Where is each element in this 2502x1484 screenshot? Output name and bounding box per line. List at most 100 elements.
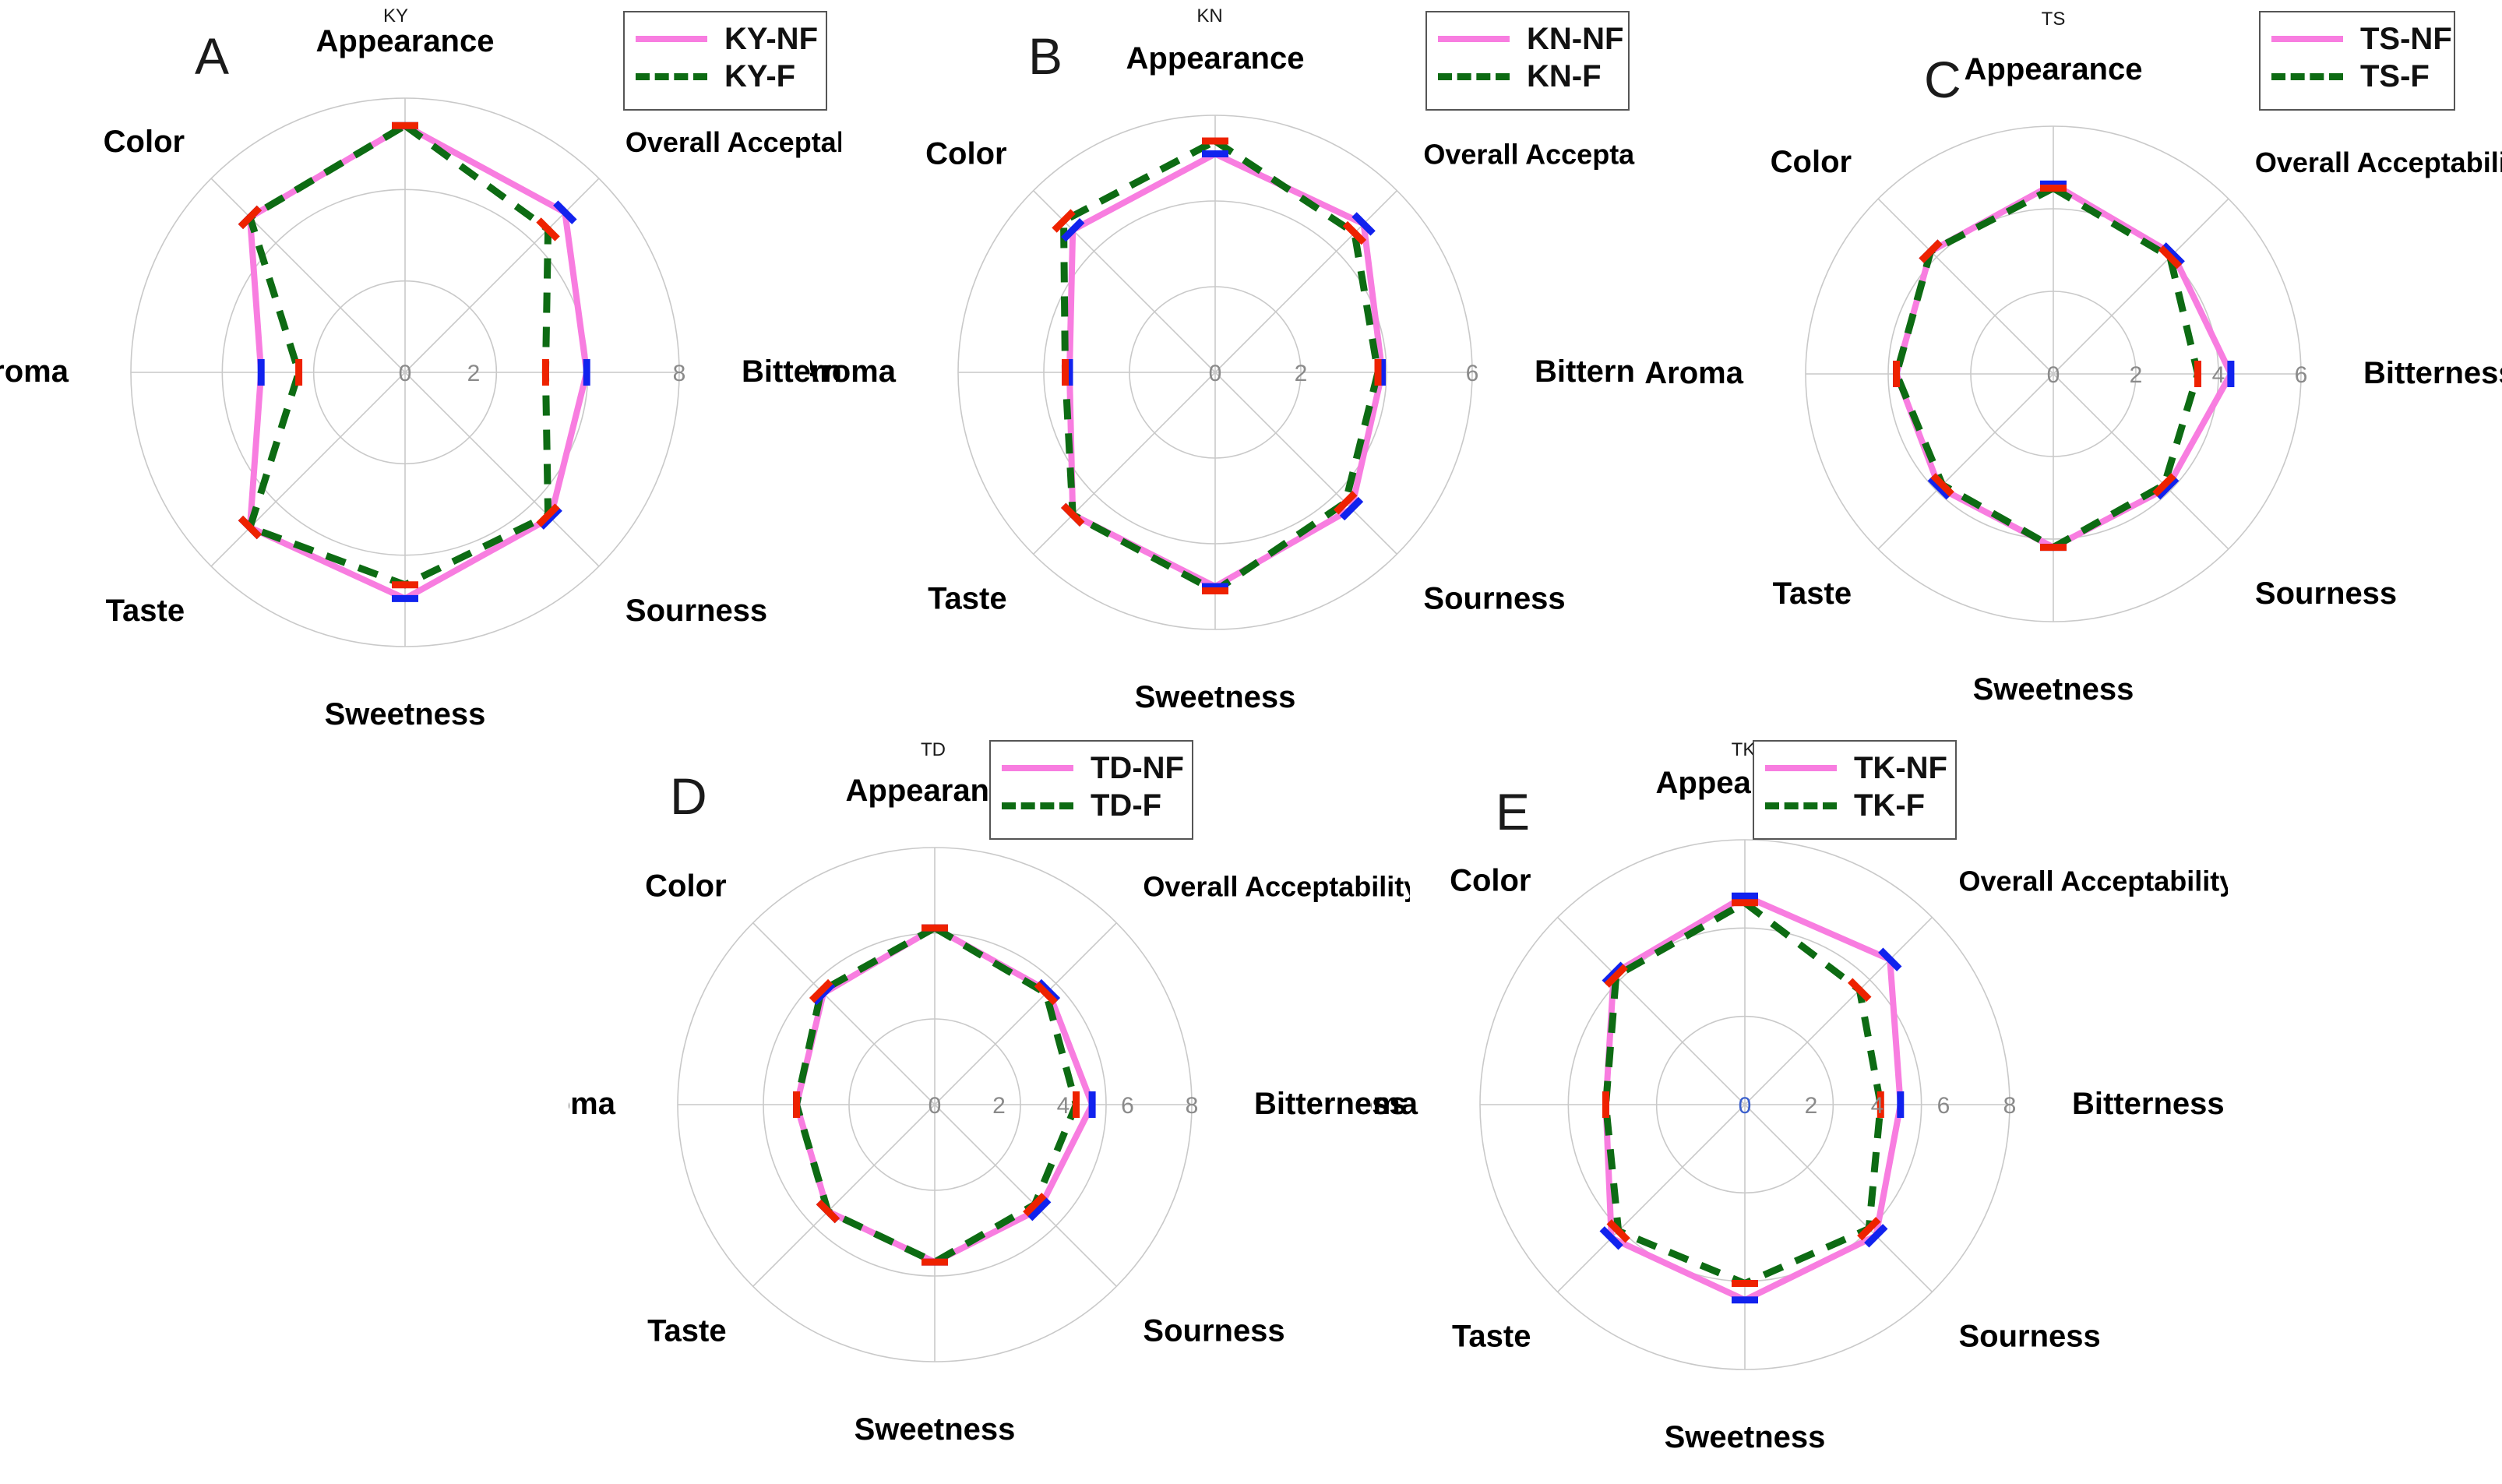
legend-label-nf: KY-NF	[724, 21, 818, 56]
radial-tick-label: 2	[1805, 1093, 1818, 1119]
legend-swatch-solid-icon	[1438, 36, 1510, 42]
axis-spoke	[752, 1104, 936, 1287]
error-bar	[1927, 475, 1952, 500]
axis-label-overall-acceptability: Overall Acceptability	[1143, 871, 1410, 903]
axis-label-sweetness: Sweetness	[1665, 1420, 1826, 1454]
legend-swatch-dashed-icon	[2271, 72, 2343, 80]
legend-label-nf: TS-NF	[2360, 21, 2452, 56]
legend-panel-b: KN-NF KN-F	[1425, 11, 1630, 111]
panel-letter: A	[195, 27, 229, 85]
radial-tick-label: 2	[992, 1093, 1006, 1119]
error-bar	[1606, 1219, 1630, 1243]
error-bar	[1061, 218, 1085, 242]
axis-label-bitterness: Bitterness	[742, 354, 841, 389]
error-bar	[1604, 964, 1628, 988]
axis-label-bitterness: Bitterness	[1535, 354, 1636, 389]
radial-tick-label: 8	[1186, 1093, 1199, 1119]
error-bar	[2158, 245, 2183, 270]
legend-panel-d: TD-NF TD-F	[989, 740, 1193, 840]
axis-label-sourness: Sourness	[1959, 1320, 2101, 1354]
axis-label-sweetness: Sweetness	[1135, 680, 1296, 714]
error-bar	[809, 978, 833, 1003]
axis-spoke	[210, 372, 406, 567]
error-bar	[1599, 1226, 1623, 1250]
legend-label-f: KN-F	[1527, 58, 1602, 93]
legend-row-nf: TS-NF	[2271, 20, 2452, 58]
radial-tick-label: 6	[1937, 1093, 1951, 1119]
sample-code-label: TK	[1732, 739, 1756, 760]
legend-row-f: KN-F	[1438, 58, 1614, 95]
axis-spoke	[1744, 1104, 1933, 1292]
axis-spoke	[1557, 1104, 1746, 1292]
axis-spoke	[1214, 372, 1397, 555]
radial-tick-label: 6	[2295, 362, 2308, 388]
axis-spoke	[752, 922, 936, 1105]
radial-tick-label: 8	[2003, 1093, 2017, 1119]
axis-label-overall-acceptability: Overall Acceptability	[626, 126, 841, 158]
legend-row-nf: TK-NF	[1765, 749, 1947, 787]
axis-spoke	[2053, 198, 2229, 375]
series-f	[246, 122, 552, 589]
error-bar	[1023, 1193, 1047, 1217]
legend-row-f: TS-F	[2271, 58, 2440, 95]
legend-swatch-solid-icon	[1765, 765, 1837, 771]
radial-tick-label: 0	[1739, 1093, 1752, 1119]
axis-label-appearance: Appearance	[1965, 52, 2143, 86]
radial-tick-label: 0	[1209, 361, 1222, 386]
legend-row-nf: KY-NF	[636, 20, 818, 58]
sample-code-label: KY	[383, 5, 408, 26]
panel-letter: C	[1924, 51, 1961, 108]
axis-label-overall-acceptability: Overall Acceptability	[2255, 146, 2502, 178]
axis-spoke	[404, 178, 600, 373]
error-bar	[1342, 220, 1367, 245]
legend-label-f: TK-F	[1854, 788, 1926, 823]
axis-label-sourness: Sourness	[2255, 576, 2397, 611]
panel-letter: D	[670, 767, 707, 825]
legend-label-f: KY-F	[724, 58, 796, 93]
axis-label-aroma: Aroma	[1644, 356, 1743, 390]
axis-label-taste: Taste	[1452, 1320, 1531, 1354]
axis-label-aroma: Aroma	[1371, 1087, 1418, 1121]
error-bar	[1061, 502, 1085, 527]
axis-label-aroma: Aroma	[0, 354, 69, 389]
legend-swatch-dashed-icon	[636, 72, 707, 80]
axis-label-appearance: Appearance	[316, 24, 495, 58]
axis-label-sweetness: Sweetness	[855, 1412, 1016, 1447]
error-bar	[1027, 1197, 1052, 1221]
legend-row-f: TK-F	[1765, 787, 1941, 824]
axis-label-color: Color	[1771, 145, 1852, 179]
legend-swatch-solid-icon	[636, 36, 707, 42]
error-bar	[2155, 475, 2180, 500]
error-bar	[1351, 212, 1376, 236]
error-bar	[238, 205, 263, 230]
legend-swatch-dashed-icon	[1765, 802, 1837, 809]
radial-tick-label: 2	[467, 361, 481, 386]
axis-label-color: Color	[645, 869, 726, 904]
legend-label-nf: TD-NF	[1091, 750, 1184, 785]
radial-tick-label: 0	[399, 361, 412, 386]
axis-spoke	[1557, 917, 1746, 1105]
error-bar	[816, 1199, 840, 1224]
axis-label-taste: Taste	[647, 1313, 727, 1348]
axis-label-overall-acceptability: Overall Acceptability	[1959, 865, 2229, 897]
error-bar	[1052, 209, 1076, 233]
radial-tick-label: 4	[2212, 362, 2225, 388]
sample-code-label: KN	[1196, 5, 1222, 26]
axis-label-bitterness: Bitterness	[2072, 1087, 2225, 1121]
error-bar	[536, 217, 560, 241]
radial-tick-label: 2	[2130, 362, 2143, 388]
axis-label-taste: Taste	[928, 581, 1007, 615]
legend-swatch-dashed-icon	[1438, 72, 1510, 80]
axis-label-overall-acceptability: Overall Acceptability	[1423, 139, 1636, 171]
panel-letter: E	[1496, 783, 1530, 841]
radial-tick-label: 4	[1871, 1093, 1884, 1119]
axis-label-color: Color	[925, 137, 1006, 171]
error-bar	[1334, 491, 1358, 515]
radial-tick-label: 6	[1121, 1093, 1134, 1119]
axis-spoke	[934, 1104, 1117, 1287]
